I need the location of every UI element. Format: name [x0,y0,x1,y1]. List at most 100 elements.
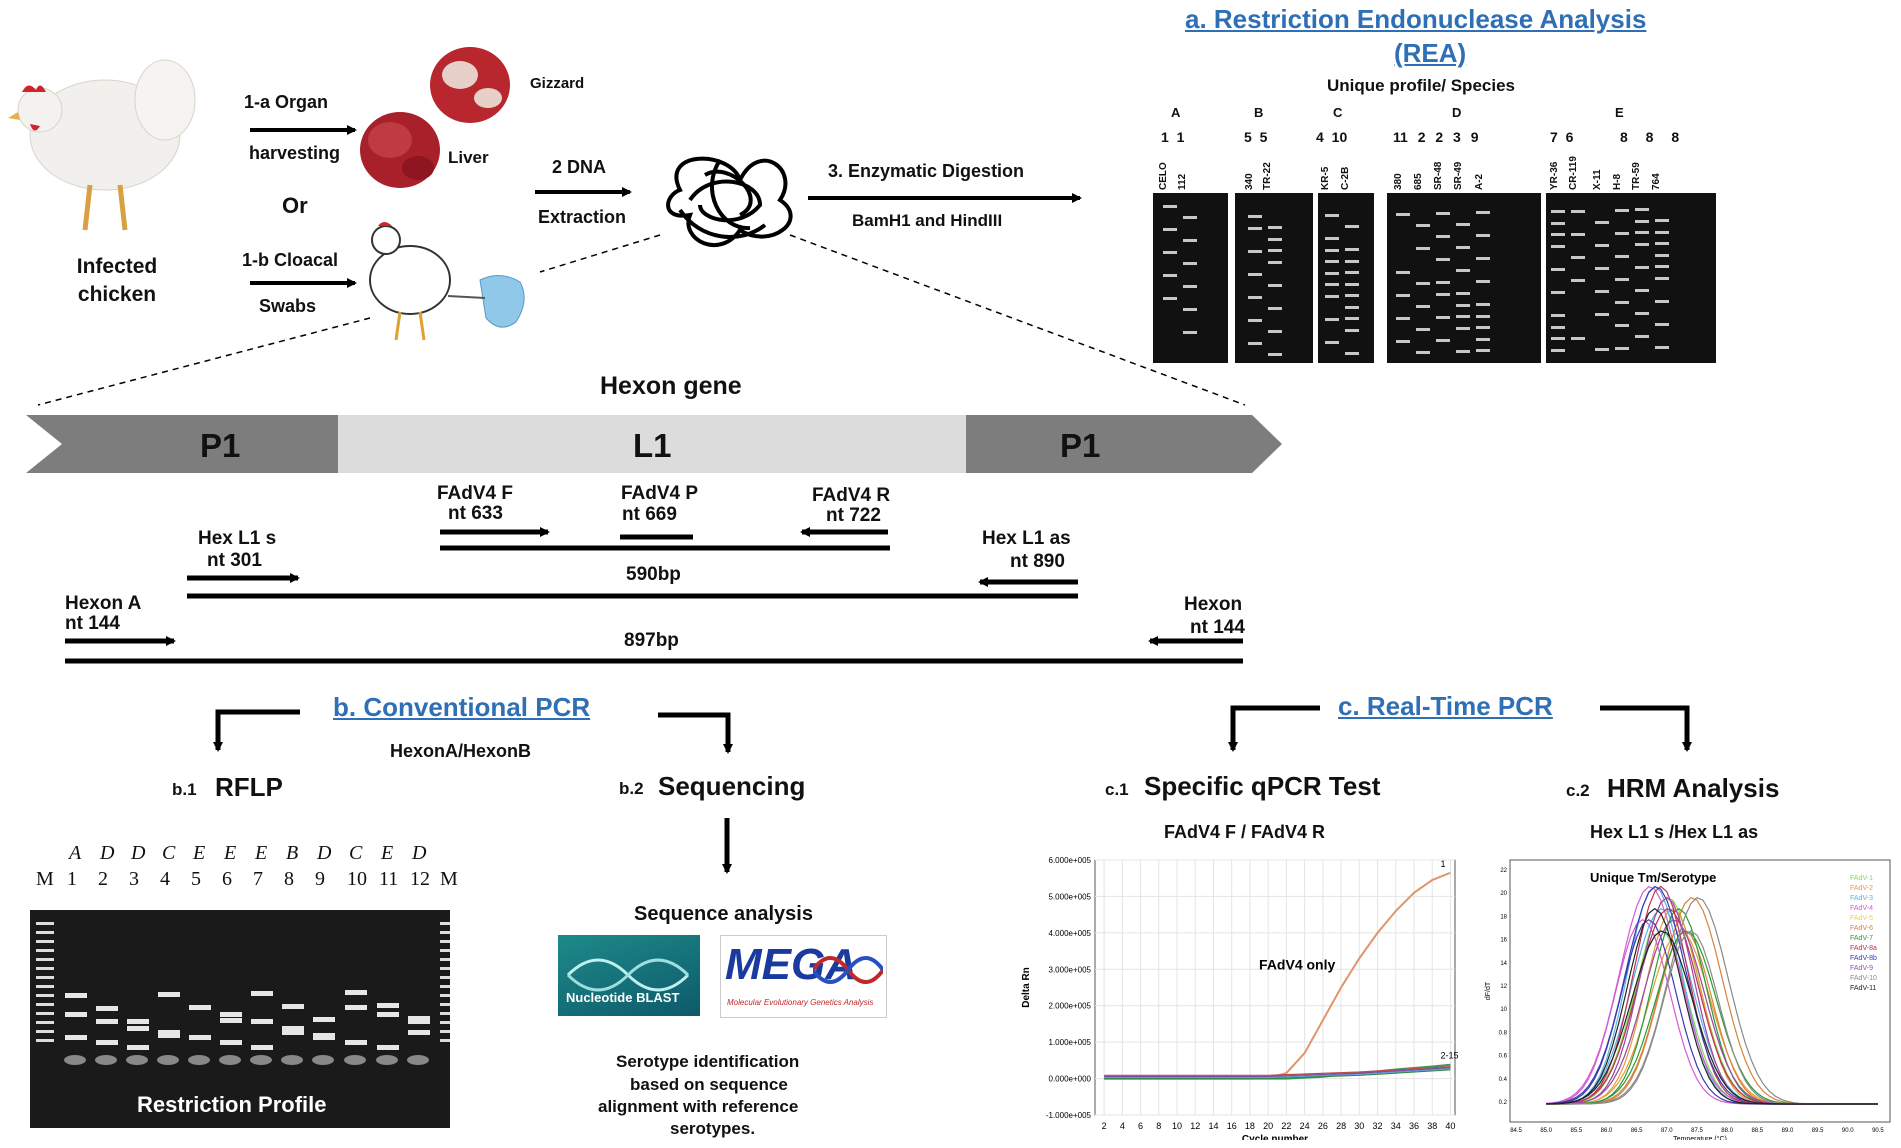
gel-band [1345,283,1359,286]
gel-band [1655,219,1669,222]
rea-group-e: E [1615,105,1624,120]
gel-band [1268,353,1282,356]
gel-band [96,1019,118,1024]
legend-entry: FAdV-1 [1850,875,1873,882]
rea-strain-label: KR-5 [1320,166,1331,190]
rea-group-c: C [1333,105,1343,120]
segment-p1-right: P1 [1060,427,1101,464]
gel-band [1595,244,1609,247]
gel-band [282,1004,304,1009]
gel-band [1183,262,1197,265]
hrm-title: HRM Analysis [1607,773,1780,803]
x-tick-label: 6 [1138,1121,1143,1131]
rea-num-c: 4 10 [1316,129,1348,145]
gizzard-image [430,47,510,123]
sequence-analysis-title: Sequence analysis [634,903,813,925]
primer-hexl1as-name: Hex L1 as [982,528,1071,549]
rflp-lane-label: 7 [253,868,263,890]
marker-band [36,940,54,943]
gel-band [1655,254,1669,257]
rea-strain-label: 112 [1177,173,1188,190]
marker-band [36,949,54,952]
y-tick-label: 0.6 [1499,1054,1508,1060]
y-tick-label: 2.000e+005 [1049,1002,1092,1011]
marker-band [440,985,450,988]
legend-entry: FAdV-9 [1850,965,1873,972]
gel-band [220,1018,242,1023]
gel-band [345,990,367,995]
gel-band [1615,324,1629,327]
series-line [1104,1069,1451,1080]
legend-entry: FAdV-11 [1850,985,1876,992]
primer-fadv4r-nt: nt 722 [826,505,881,526]
rflp-group-label: D [131,842,146,864]
y-tick-label: 14 [1500,961,1507,967]
primer-dimer-band [126,1055,148,1065]
gel-band [1551,233,1565,236]
gel-band [1183,308,1197,311]
rea-title-2: (REA) [1394,38,1467,68]
gel-band [220,1012,242,1017]
legend-entry: FAdV-7 [1850,935,1873,942]
melt-curve [1546,930,1878,1105]
rflp-lane-label: 4 [160,868,170,890]
amplicon-897: 897bp [624,630,679,651]
rflp-lane-label: M [36,868,54,890]
gel-band [1551,245,1565,248]
x-tick-label: 86.5 [1631,1128,1643,1134]
gel-band [1345,317,1359,320]
gel-band [1345,294,1359,297]
gel-band [1183,285,1197,288]
x-tick-label: 87.0 [1661,1128,1673,1134]
gel-band [1456,327,1470,330]
primer-dimer-band [407,1055,429,1065]
x-tick-label: 24 [1300,1121,1310,1131]
primer-dimer-band [188,1055,210,1065]
gel-band [1325,318,1339,321]
legend-entry: FAdV-10 [1850,975,1877,982]
step-2-label-2: Extraction [538,207,627,227]
legend-entry: FAdV-2 [1850,885,1873,892]
step-1a-label-2: harvesting [249,143,341,163]
gel-band [189,1035,211,1040]
y-tick-label: 0.2 [1499,1100,1508,1106]
rea-strain-label: 685 [1413,173,1424,190]
gel-band [1345,225,1359,228]
gel-band [1551,326,1565,329]
rea-group-b: B [1254,105,1264,120]
gel-band [1436,212,1450,215]
gel-band [1635,312,1649,315]
rea-strain-label: C-2B [1340,166,1351,190]
gel-band [1476,211,1490,214]
gel-band [1436,339,1450,342]
x-tick-label: 16 [1227,1121,1237,1131]
gel-band [1396,271,1410,274]
chart-annotation: Unique Tm/Serotype [1590,870,1716,885]
gel-band [1476,338,1490,341]
primer-hexona-name: Hexon A [65,593,142,614]
primer-dimer-band [219,1055,241,1065]
conventional-branch-arrows [213,709,733,874]
gel-band [1635,266,1649,269]
x-tick-label: 90.0 [1842,1128,1854,1134]
x-tick-label: 2 [1102,1121,1107,1131]
gel-band [1396,340,1410,343]
x-tick-label: 26 [1318,1121,1328,1131]
y-tick-label: 18 [1500,914,1507,920]
x-tick-label: 85.0 [1540,1128,1552,1134]
primer-hexl1s-nt: nt 301 [207,550,262,571]
hexon-gene-bar [26,415,1282,473]
mega-helix-icon [813,956,883,984]
serotype-note-2: based on sequence [630,1075,788,1094]
gel-band [1396,294,1410,297]
mega-subtitle: Molecular Evolutionary Genetics Analysis [727,998,874,1007]
gel-band [189,1005,211,1010]
rea-strain-label: TR-22 [1262,162,1273,190]
gel-band [1476,280,1490,283]
y-tick-label: 4.000e+005 [1049,929,1092,938]
amplicon-590: 590bp [626,564,681,585]
primer-hexl1s-name: Hex L1 s [198,528,277,549]
gel-band [1183,331,1197,334]
gel-band [1345,271,1359,274]
gel-band [345,1005,367,1010]
